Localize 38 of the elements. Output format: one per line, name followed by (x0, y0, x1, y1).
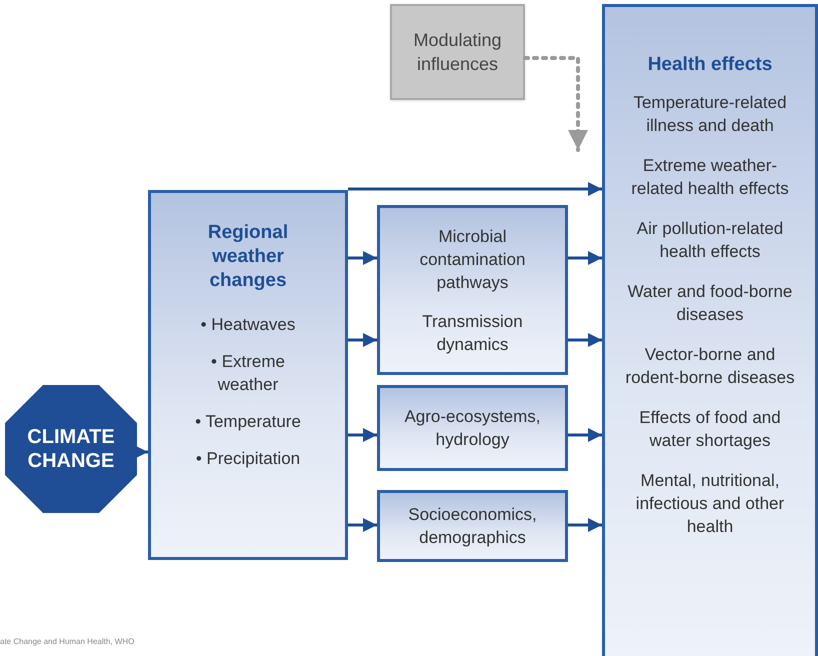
health-effects-panel (602, 4, 818, 656)
octagon-sign (5, 385, 137, 513)
box-heading: Regional weather changes (206, 221, 290, 293)
process-box (148, 190, 348, 560)
health-effect-item: Air pollution-related health effects (636, 218, 784, 262)
process-box (377, 385, 568, 471)
arrow (523, 56, 588, 152)
box-text: Transmission dynamics (421, 310, 524, 356)
box-text: Agro-ecosystems, hydrology (403, 406, 542, 451)
health-effect-item: Water and food-borne diseases (626, 280, 794, 326)
arrow (348, 182, 602, 196)
arrow (348, 518, 377, 532)
health-effect-item: Vector-borne and rodent-borne diseases (624, 344, 796, 388)
modulating-box (390, 4, 525, 100)
arrow (348, 333, 377, 347)
bullet-item: • Heatwaves (200, 314, 296, 336)
arrow (568, 251, 602, 265)
panel-heading: Health effects (648, 53, 772, 77)
source-note: ate Change and Human Health, WHO (0, 636, 134, 648)
box-text: Socioeconomics, demographics (407, 504, 538, 549)
arrow (568, 518, 602, 532)
health-effect-item: Mental, nutritional, infectious and other health (634, 470, 786, 538)
box-text: Modulating influences (412, 29, 503, 76)
health-effect-item: Effects of food and water shortages (638, 406, 782, 452)
arrow (348, 251, 377, 265)
process-box (377, 205, 568, 375)
arrow (348, 428, 377, 442)
bullet-item: • Temperature (194, 411, 302, 433)
bullet-item: • Extreme weather (210, 351, 286, 396)
health-effect-item: Temperature-related illness and death (632, 92, 788, 136)
health-effect-item: Extreme weather-related health effects (630, 154, 790, 200)
arrow (568, 428, 602, 442)
process-box (377, 490, 568, 562)
bullet-item: • Precipitation (194, 448, 302, 470)
arrow (568, 333, 602, 347)
arrow (134, 445, 148, 459)
box-text: Microbial contamination pathways (418, 226, 526, 294)
sign-text: CLIMATE CHANGE (26, 425, 116, 473)
